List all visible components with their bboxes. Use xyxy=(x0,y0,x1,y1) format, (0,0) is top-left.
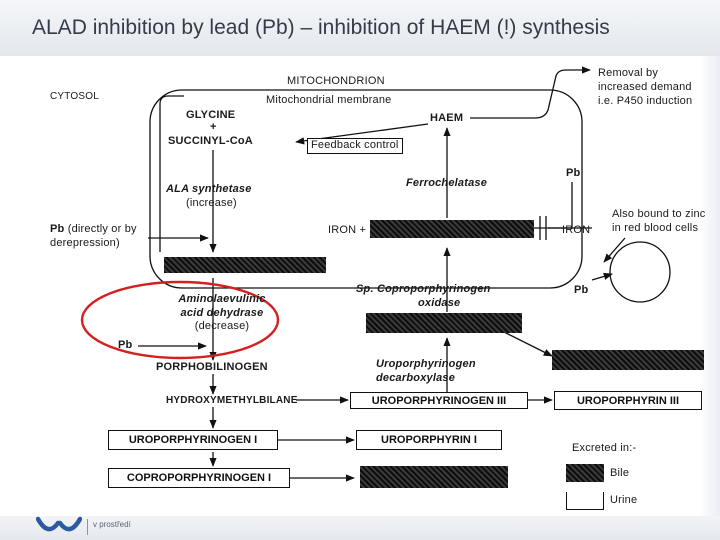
label-cytosol: CYTOSOL xyxy=(50,91,100,102)
red-cell-circle xyxy=(609,241,671,303)
bile-bar-copro1 xyxy=(360,466,508,488)
label-glycine: GLYCINE xyxy=(186,109,236,121)
bile-bar-proto xyxy=(552,350,704,370)
label-iron: IRON xyxy=(562,224,591,236)
label-iron-plus: IRON + xyxy=(328,224,367,236)
label-alad-1: Aminolaevulinic xyxy=(178,293,266,305)
label-removal-2: increased demand xyxy=(598,81,692,93)
label-uro-decarb-1: Uroporphyrinogen xyxy=(376,358,476,370)
legend-urine-swatch xyxy=(566,492,604,510)
box-uroporphyrin-i: UROPORPHYRIN I xyxy=(356,430,502,450)
bile-bar-copro xyxy=(366,313,522,333)
legend-bile-swatch xyxy=(566,464,604,482)
label-uro-decarb-2: decarboxylase xyxy=(376,372,456,384)
label-urine: Urine xyxy=(610,494,638,506)
arrow-pb-iron xyxy=(548,182,573,229)
label-zinc-2: in red blood cells xyxy=(612,222,699,234)
box-uroporphyrin-iii: UROPORPHYRIN III xyxy=(554,391,702,410)
label-zinc-1: Also bound to zinc xyxy=(612,208,706,220)
label-removal-1: Removal by xyxy=(598,67,659,79)
label-excreted: Excreted in:- xyxy=(572,442,637,454)
label-porphobilinogen: PORPHOBILINOGEN xyxy=(156,361,268,373)
label-increase: (increase) xyxy=(186,197,237,209)
label-alad-2: acid dehydrase xyxy=(180,307,264,319)
label-alad-3: (decrease) xyxy=(194,320,250,332)
label-pb-mid: Pb xyxy=(574,284,589,296)
label-plus: + xyxy=(210,121,217,133)
label-sp-coproporphyrinogen: Sp. Coproporphyrinogen xyxy=(356,283,491,295)
alad-highlight xyxy=(80,280,280,360)
label-pb-left-1: Pb (directly or by xyxy=(50,223,137,235)
arrow-copro-side xyxy=(499,329,553,357)
mitochondrion-outline xyxy=(149,89,583,289)
box-coproporphyrinogen-i: COPROPORPHYRINOGEN I xyxy=(108,468,290,488)
label-feedback-control: Feedback control xyxy=(307,138,403,154)
footer-bar xyxy=(0,516,720,540)
label-removal-3: i.e. P450 induction xyxy=(598,95,693,107)
label-mito-membrane: Mitochondrial membrane xyxy=(266,94,392,106)
title-bar xyxy=(0,0,720,56)
label-pb-left-note: (directly or by xyxy=(67,223,137,235)
box-uroporphyrinogen-iii: UROPORPHYRINOGEN III xyxy=(350,392,528,409)
slide-title: ALAD inhibition by lead (Pb) – inhibitio… xyxy=(32,16,610,39)
label-pb-alad: Pb xyxy=(118,339,133,351)
label-pb-top: Pb xyxy=(566,167,581,179)
footer-separator xyxy=(87,519,88,535)
label-bile: Bile xyxy=(610,467,630,479)
label-ferrochelatase: Ferrochelatase xyxy=(406,177,488,189)
label-mitochondrion: MITOCHONDRION xyxy=(287,75,385,87)
footer-text: v prostředí xyxy=(93,520,131,529)
label-oxidase: oxidase xyxy=(418,297,461,309)
bile-bar-iron xyxy=(370,220,534,238)
label-succinyl-coa: SUCCINYL-CoA xyxy=(168,135,253,147)
box-uroporphyrinogen-i: UROPORPHYRINOGEN I xyxy=(108,430,278,450)
arrow-pb-right xyxy=(591,272,613,281)
label-hydroxymethylbilane: HYDROXYMETHYLBILANE xyxy=(166,395,298,406)
logo-icon xyxy=(36,516,82,532)
label-ala-synthetase: ALA synthetase xyxy=(166,183,252,195)
arrow-haem-removal xyxy=(470,66,591,119)
label-pb-left-2: derepression) xyxy=(50,237,120,249)
label-haem: HAEM xyxy=(430,112,464,124)
membrane-loop xyxy=(159,95,184,252)
arrow-zinc xyxy=(603,237,626,263)
right-shade xyxy=(700,56,720,526)
bile-bar-ala xyxy=(164,257,326,273)
